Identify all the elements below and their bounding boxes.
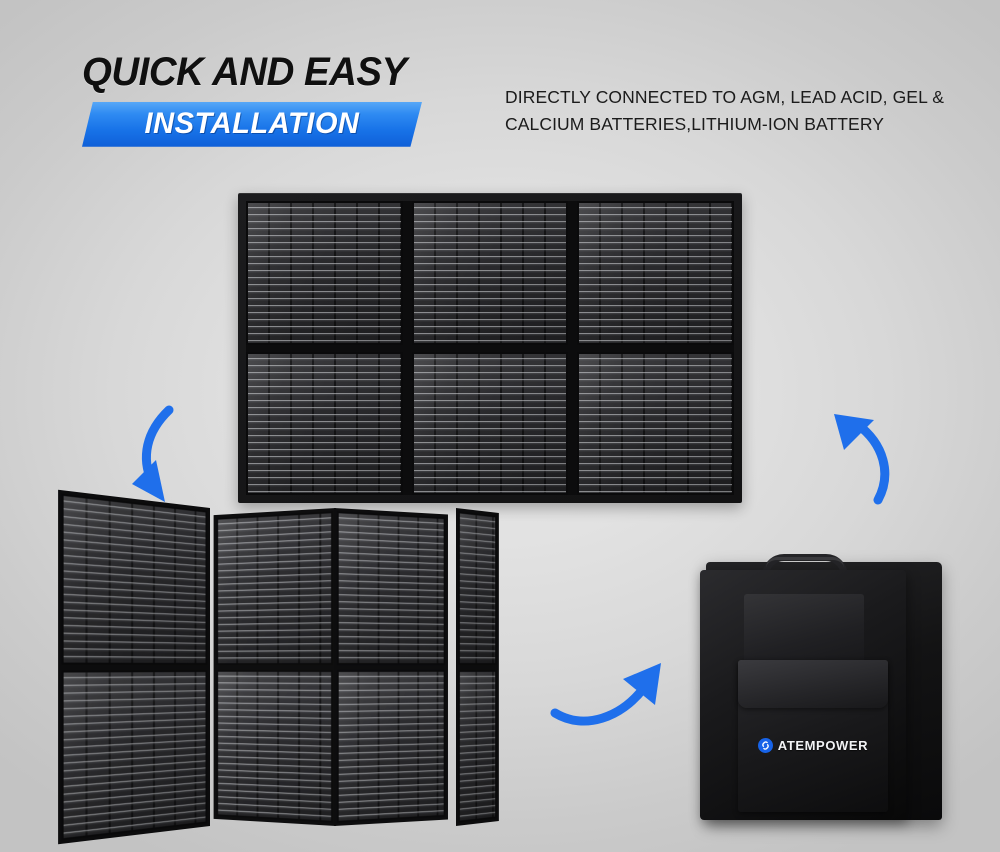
solar-cell-segment — [216, 511, 334, 665]
solar-panel-folded — [58, 489, 499, 845]
brand-name-label: ATEMPOWER — [777, 738, 869, 753]
solar-cell-segment — [577, 201, 734, 345]
solar-panel-unfolded — [238, 193, 742, 503]
bag-front-pocket: ATEMPOWER — [738, 660, 888, 812]
description-line-2: CALCIUM BATTERIES,LITHIUM-ION BATTERY — [505, 113, 885, 134]
installation-banner: INSTALLATION — [82, 101, 422, 147]
panel-leaf — [58, 489, 210, 845]
headline-block: QUICK AND EASY INSTALLATION — [82, 52, 432, 147]
description-line-1: DIRECTLY CONNECTED TO AGM, LEAD ACID, GE… — [505, 87, 944, 107]
solar-cell-segment — [246, 351, 403, 495]
panel-leaf — [213, 508, 336, 826]
solar-cell-segment — [216, 669, 334, 823]
solar-cell-grid — [246, 201, 734, 495]
solar-cell-segment — [577, 351, 734, 495]
bag-front-panel: ATEMPOWER — [700, 570, 906, 820]
arrow-to-folded-panel — [120, 398, 232, 510]
arrow-to-carry-bag — [545, 655, 675, 743]
solar-cell-segment — [458, 511, 497, 665]
solar-cell-segment — [411, 201, 569, 345]
compatibility-description: DIRECTLY CONNECTED TO AGM, LEAD ACID, GE… — [505, 84, 944, 137]
atempower-s-logo-icon — [757, 738, 773, 753]
solar-cell-segment — [458, 669, 497, 823]
curved-arrow-icon — [132, 405, 174, 502]
brand-logo: ATEMPOWER — [738, 738, 888, 753]
solar-cell-segment — [246, 201, 403, 345]
banner-label: INSTALLATION — [144, 107, 360, 141]
arrow-to-unfolded-panel — [812, 398, 924, 510]
curved-arrow-icon — [834, 414, 890, 505]
solar-cell-segment — [336, 511, 446, 665]
bag-pocket-flap — [738, 660, 888, 708]
panel-leaf — [456, 508, 499, 826]
solar-cell-segment — [411, 351, 569, 495]
solar-cell-segment — [61, 493, 208, 665]
panel-leaf — [334, 508, 448, 826]
headline-primary-text: QUICK AND EASY — [82, 50, 407, 94]
solar-cell-segment — [336, 669, 446, 823]
curved-arrow-icon — [550, 663, 661, 726]
solar-cell-segment — [61, 669, 208, 841]
carry-bag: ATEMPOWER — [700, 548, 944, 826]
carry-handle-icon — [762, 548, 848, 578]
